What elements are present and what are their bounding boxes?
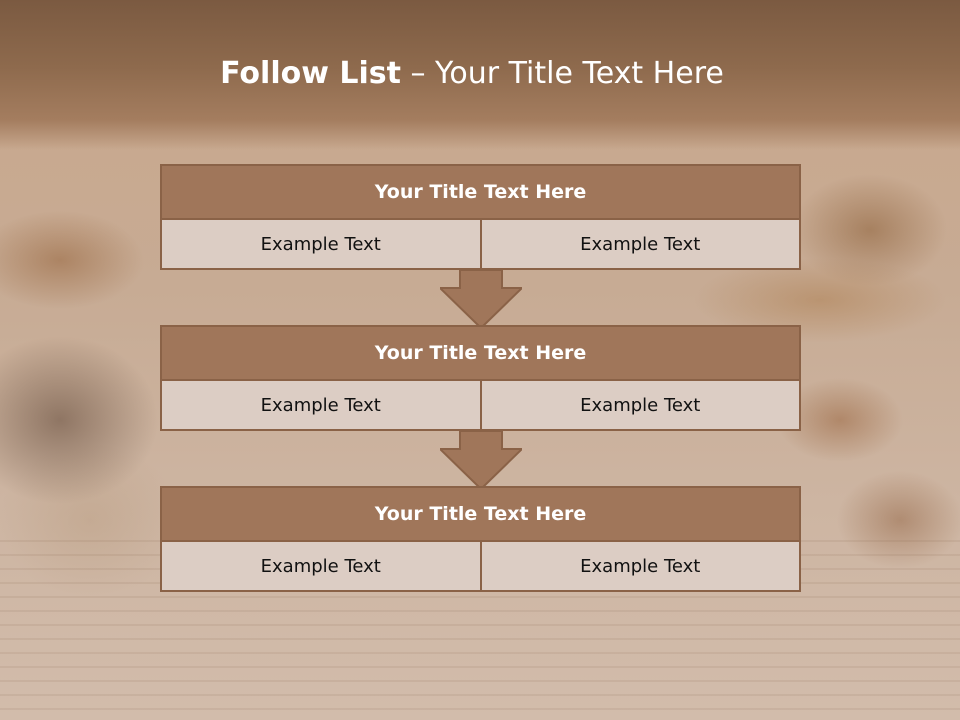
step-1-right-cell: Example Text [481,220,801,270]
header-band [0,0,960,150]
slide-title-bold: Follow List [220,56,401,91]
step-2-left-cell: Example Text [160,381,482,431]
slide-title: Follow List – Your Title Text Here [0,56,944,91]
down-arrow-icon-1 [440,270,522,328]
step-block-2: Your Title Text Here Example Text Exampl… [160,325,801,431]
step-title-2: Your Title Text Here [160,325,801,381]
step-2-right-cell: Example Text [481,381,801,431]
step-3-left-cell: Example Text [160,542,482,592]
step-block-1: Your Title Text Here Example Text Exampl… [160,164,801,270]
step-title-1: Your Title Text Here [160,164,801,220]
down-arrow-icon-2 [440,431,522,489]
slide-title-rest: – Your Title Text Here [400,56,724,91]
step-1-left-cell: Example Text [160,220,482,270]
step-block-3: Your Title Text Here Example Text Exampl… [160,486,801,592]
step-title-3: Your Title Text Here [160,486,801,542]
step-3-right-cell: Example Text [481,542,801,592]
